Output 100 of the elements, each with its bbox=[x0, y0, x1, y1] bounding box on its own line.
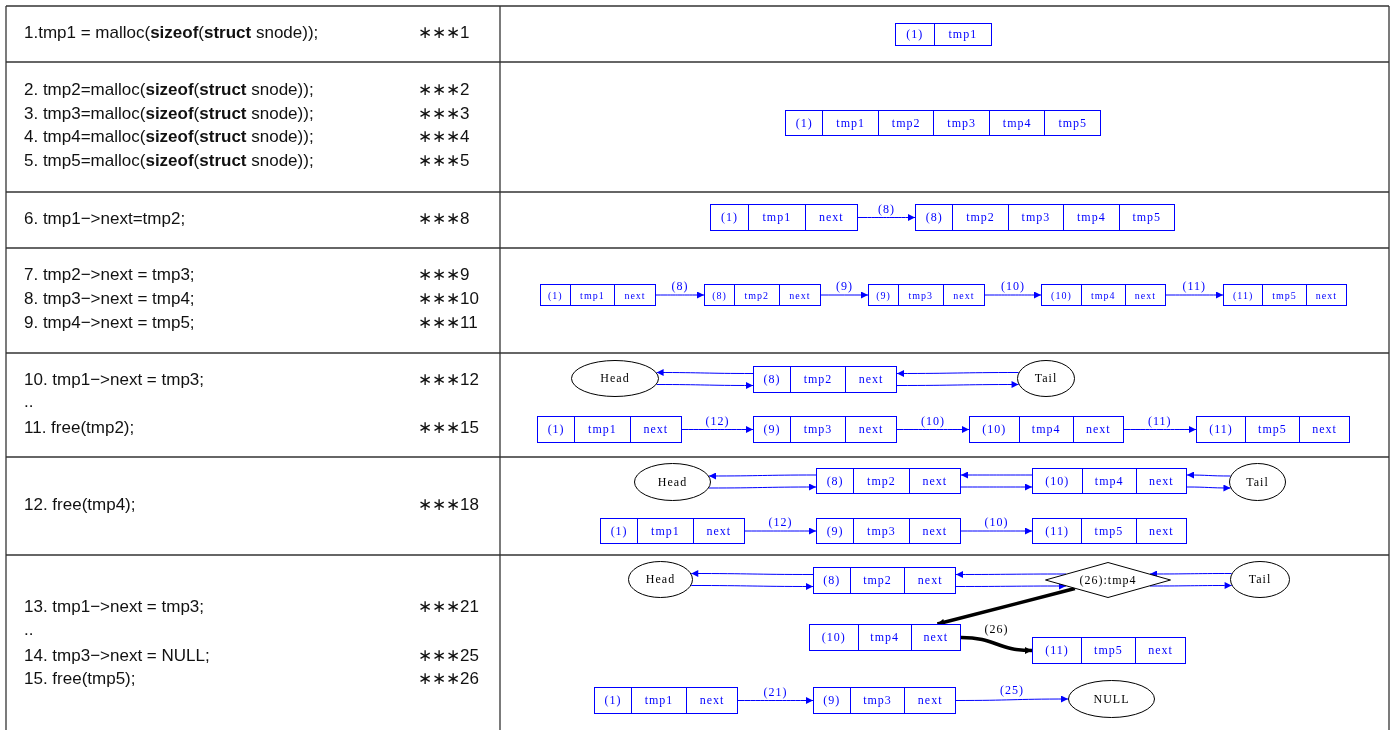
record-field-text: tmp4 bbox=[1080, 285, 1125, 305]
record-field-text: (1) bbox=[546, 421, 566, 438]
edge-label: (8) bbox=[670, 280, 690, 293]
line-marker: ∗∗∗21 bbox=[418, 597, 479, 617]
line-marker: ∗∗∗10 bbox=[418, 289, 479, 309]
arrow bbox=[681, 426, 754, 433]
arrow bbox=[984, 291, 1042, 299]
record-field-text: next bbox=[845, 417, 896, 442]
arrow bbox=[960, 527, 1033, 535]
record-node bbox=[1032, 518, 1187, 544]
edge-label: (21) bbox=[762, 685, 789, 699]
code-line: 11. free(tmp2); bbox=[24, 418, 135, 438]
record-field-text: tmp3 bbox=[898, 285, 943, 305]
record-field-text: (11) bbox=[1044, 522, 1070, 540]
record-field-text: (10) bbox=[1044, 472, 1071, 490]
decision-diamond: (26):tmp4 bbox=[1045, 562, 1171, 598]
arrow bbox=[656, 369, 754, 376]
record-field-text: next bbox=[910, 625, 960, 650]
record-field-text: tmp1 bbox=[569, 285, 615, 305]
code-line: .. bbox=[24, 620, 34, 640]
record-field-text: next bbox=[908, 469, 960, 493]
arrow bbox=[708, 472, 817, 480]
code-line: 3. tmp3=malloc(sizeof(struct snode)); bbox=[24, 104, 314, 124]
line-marker: ∗∗∗8 bbox=[418, 209, 470, 229]
edge-label: (11) bbox=[1181, 280, 1208, 293]
record-field-text: tmp2 bbox=[952, 205, 1008, 230]
line-marker: ∗∗∗2 bbox=[418, 80, 470, 100]
arrow bbox=[955, 582, 1067, 590]
line-marker: ∗∗∗3 bbox=[418, 104, 470, 124]
edge-label: (12) bbox=[704, 414, 731, 428]
record-field-text: (8) bbox=[762, 371, 782, 388]
arrow bbox=[896, 381, 1020, 388]
record-node bbox=[1032, 468, 1187, 494]
code-line: 13. tmp1−>next = tmp3; bbox=[24, 597, 205, 617]
record-field-text: (10) bbox=[1050, 288, 1073, 303]
line-marker: ∗∗∗18 bbox=[418, 495, 479, 515]
line-marker: ∗∗∗26 bbox=[418, 669, 479, 689]
record-field-text: next bbox=[778, 285, 820, 305]
record-field-text: (9) bbox=[825, 522, 845, 540]
record-field-text: tmp4 bbox=[1063, 205, 1119, 230]
record-field-text: tmp1 bbox=[631, 688, 686, 713]
record-field-text: next bbox=[845, 367, 896, 392]
record-field-text: next bbox=[1298, 417, 1349, 442]
record-field-text: tmp2 bbox=[734, 285, 779, 305]
record-field-text: tmp1 bbox=[822, 111, 878, 135]
record-field-text: next bbox=[686, 688, 737, 713]
record-field-text: tmp3 bbox=[933, 111, 989, 135]
record-node bbox=[969, 416, 1124, 443]
edge-label: (10) bbox=[920, 414, 946, 428]
record-node bbox=[1223, 284, 1347, 306]
record-field-text: tmp3 bbox=[790, 417, 845, 442]
record-node bbox=[915, 204, 1175, 231]
record-node bbox=[753, 416, 897, 443]
record-field-text: next bbox=[804, 205, 857, 230]
record-node bbox=[895, 23, 992, 46]
record-field-text: tmp3 bbox=[853, 519, 909, 543]
ellipse-node: Head bbox=[571, 360, 659, 397]
record-field-text: (9) bbox=[822, 692, 842, 709]
code-line: 6. tmp1−>next=tmp2; bbox=[24, 209, 186, 229]
record-field-text: (11) bbox=[1044, 642, 1070, 659]
arrow bbox=[955, 695, 1069, 703]
code-line: 14. tmp3−>next = NULL; bbox=[24, 646, 210, 666]
line-marker: ∗∗∗11 bbox=[418, 313, 478, 333]
arrow bbox=[820, 291, 869, 299]
record-field-text: (1) bbox=[603, 692, 623, 709]
record-field-text: tmp2 bbox=[853, 469, 909, 493]
code-line: 8. tmp3−>next = tmp4; bbox=[24, 289, 195, 309]
code-line: 15. free(tmp5); bbox=[24, 669, 136, 689]
record-node bbox=[785, 110, 1101, 136]
record-node bbox=[1041, 284, 1166, 306]
record-field-text: tmp1 bbox=[933, 24, 991, 45]
record-field-text: next bbox=[1135, 469, 1186, 493]
record-field-text: tmp4 bbox=[988, 111, 1045, 135]
record-field-text: tmp1 bbox=[748, 205, 805, 230]
arrow bbox=[744, 527, 817, 535]
arrow bbox=[1186, 471, 1231, 479]
record-field-text: tmp4 bbox=[1018, 417, 1073, 442]
record-node bbox=[594, 687, 738, 714]
record-field-text: next bbox=[692, 519, 744, 543]
line-marker: ∗∗∗1 bbox=[418, 23, 470, 43]
arrow bbox=[656, 382, 754, 389]
record-field-text: tmp5 bbox=[1118, 205, 1174, 230]
record-field-text: (1) bbox=[609, 522, 629, 540]
record-node bbox=[813, 687, 956, 714]
record-node bbox=[1196, 416, 1350, 443]
arrow bbox=[857, 214, 916, 221]
edge-label: (25) bbox=[999, 684, 1025, 697]
line-marker: ∗∗∗4 bbox=[418, 127, 470, 147]
edge-label: (9) bbox=[835, 280, 854, 293]
record-field-text: tmp5 bbox=[1080, 638, 1135, 663]
ellipse-node: Head bbox=[634, 463, 711, 501]
code-line: 4. tmp4=malloc(sizeof(struct snode)); bbox=[24, 127, 314, 147]
arrow bbox=[690, 570, 814, 577]
record-field-text: (1) bbox=[720, 209, 740, 226]
record-field-text: (1) bbox=[794, 114, 814, 132]
record-field-text: tmp5 bbox=[1044, 111, 1100, 135]
record-field-text: tmp3 bbox=[849, 688, 905, 713]
record-field-text: next bbox=[629, 417, 681, 442]
record-field-text: next bbox=[904, 568, 955, 593]
edge-label: (26) bbox=[983, 622, 1010, 636]
